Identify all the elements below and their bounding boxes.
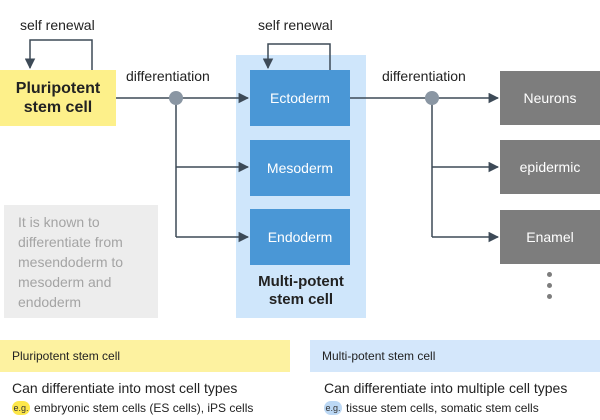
multipotent-title-line1: Multi-potent xyxy=(258,273,344,290)
legend-pluripotent-examples-row: e.g. embryonic stem cells (ES cells), iP… xyxy=(12,401,253,415)
legend-multipotent-examples: tissue stem cells, somatic stem cells xyxy=(346,401,539,415)
legend-multipotent-description: Can differentiate into multiple cell typ… xyxy=(324,380,568,396)
pluripotent-stem-cell-box: Pluripotent stem cell xyxy=(0,70,116,126)
note-line: It is known to xyxy=(18,214,100,230)
ectoderm-self-renewal-loop xyxy=(262,43,331,70)
pluripotent-differentiation-label: differentiation xyxy=(126,68,210,84)
pluripotent-self-renewal-label: self renewal xyxy=(20,17,95,33)
note-line: endoderm xyxy=(18,294,82,310)
more-dots-icon xyxy=(546,272,554,305)
enamel-box: Enamel xyxy=(500,210,600,264)
multipotent-title: Multi-potent stem cell xyxy=(236,273,366,309)
pluripotent-self-renewal-loop xyxy=(24,39,93,70)
legend-pluripotent-header: Pluripotent stem cell xyxy=(0,340,290,372)
note-line: mesoderm and xyxy=(18,274,112,290)
legend-multipotent-examples-row: e.g. tissue stem cells, somatic stem cel… xyxy=(324,401,539,415)
pluripotent-label-line2: stem cell xyxy=(23,99,93,116)
eg-badge: e.g. xyxy=(324,401,342,415)
mesoderm-box: Mesoderm xyxy=(250,140,350,196)
multipotent-title-line2: stem cell xyxy=(268,291,334,308)
ectoderm-branch-node xyxy=(425,91,439,105)
note-line: mesendoderm to xyxy=(18,254,124,270)
endoderm-box: Endoderm xyxy=(250,209,350,265)
epidermic-box: epidermic xyxy=(500,140,600,194)
ectoderm-box: Ectoderm xyxy=(250,70,350,126)
legend-pluripotent-examples: embryonic stem cells (ES cells), iPS cel… xyxy=(34,401,254,415)
mesendoderm-note: It is known to differentiate from mesend… xyxy=(4,205,158,318)
legend-pluripotent-description: Can differentiate into most cell types xyxy=(12,380,238,396)
pluripotent-label-line1: Pluripotent xyxy=(15,80,101,97)
neurons-box: Neurons xyxy=(500,71,600,125)
multipotent-self-renewal-label: self renewal xyxy=(258,17,333,33)
pluripotent-branch-node xyxy=(169,91,183,105)
legend-multipotent-header: Multi-potent stem cell xyxy=(310,340,600,372)
eg-badge: e.g. xyxy=(12,401,30,415)
multipotent-differentiation-label: differentiation xyxy=(382,68,466,84)
note-line: differentiate from xyxy=(18,234,123,250)
